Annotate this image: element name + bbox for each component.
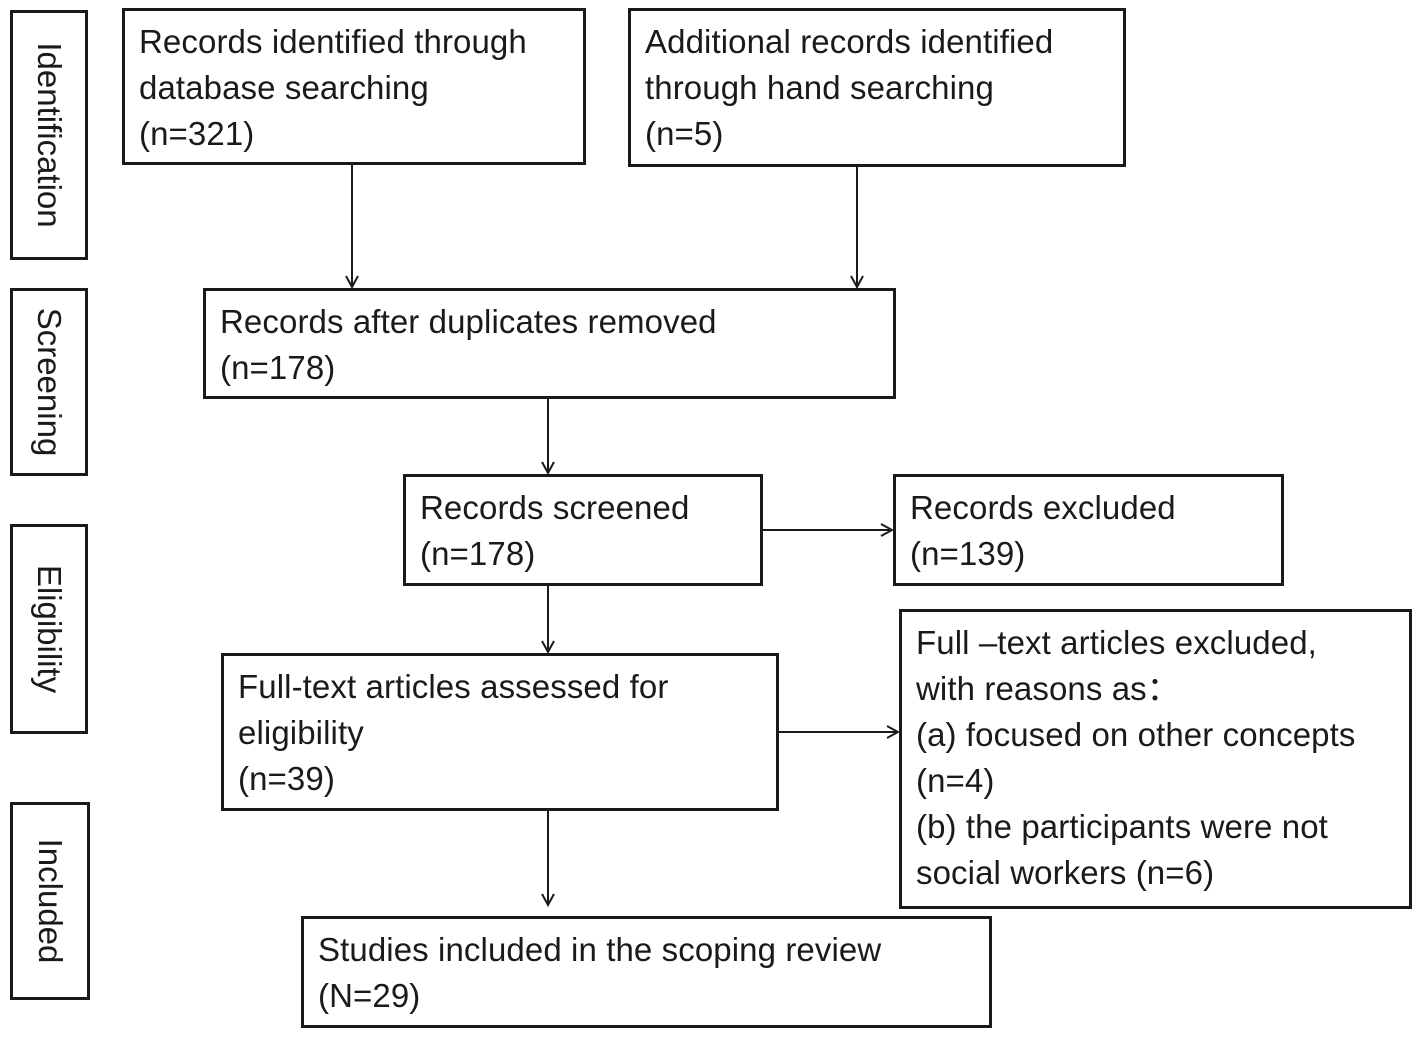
box-records-excluded: Records excluded (n=139) bbox=[893, 474, 1284, 586]
stage-screening: Screening bbox=[10, 288, 88, 476]
box-included-studies: Studies included in the scoping review (… bbox=[301, 916, 992, 1028]
box-fulltext-excluded: Full –text articles excluded, with reaso… bbox=[899, 609, 1412, 909]
box-duplicates-removed: Records after duplicates removed (n=178) bbox=[203, 288, 896, 399]
database-search-text: Records identified through database sear… bbox=[139, 23, 527, 152]
stage-included: Included bbox=[10, 802, 90, 1000]
stage-identification: Identification bbox=[10, 10, 88, 260]
included-studies-text: Studies included in the scoping review (… bbox=[318, 931, 882, 1014]
records-screened-text: Records screened (n=178) bbox=[420, 489, 690, 572]
fulltext-assessed-text: Full-text articles assessed for eligibil… bbox=[238, 668, 669, 797]
duplicates-removed-text: Records after duplicates removed (n=178) bbox=[220, 303, 717, 386]
box-records-screened: Records screened (n=178) bbox=[403, 474, 763, 586]
box-hand-search: Additional records identified through ha… bbox=[628, 8, 1126, 167]
box-database-search: Records identified through database sear… bbox=[122, 8, 586, 165]
hand-search-text: Additional records identified through ha… bbox=[645, 23, 1054, 152]
fulltext-excluded-text: Full –text articles excluded, with reaso… bbox=[916, 624, 1356, 891]
records-excluded-text: Records excluded (n=139) bbox=[910, 489, 1176, 572]
stage-eligibility: Eligibility bbox=[10, 524, 88, 734]
box-fulltext-assessed: Full-text articles assessed for eligibil… bbox=[221, 653, 779, 811]
